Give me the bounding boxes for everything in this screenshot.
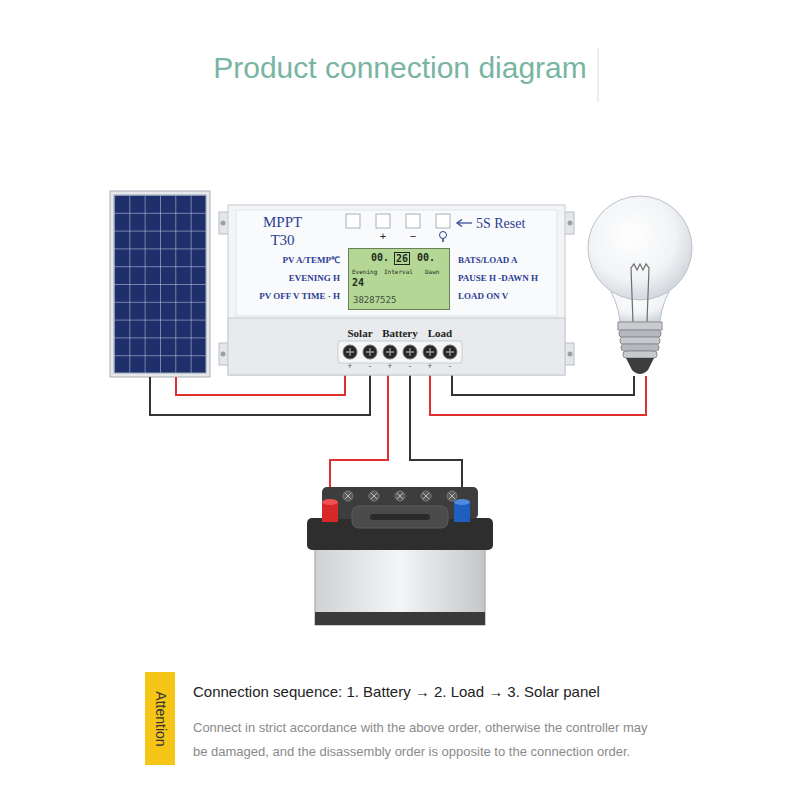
panel-label: LOAD ON V (458, 291, 508, 302)
lcd-reading: 26 (394, 252, 410, 265)
controller-housing (219, 205, 574, 375)
wires (150, 375, 646, 500)
polarity-mark: - (400, 361, 420, 372)
charge-controller: MPPT T30 5S Reset PV A/TEMP℃ EVENING H PV OF… (228, 205, 565, 375)
lcd-counter: 38287525 (353, 295, 396, 306)
button-mark: + (373, 230, 393, 243)
terminal-label: Solar (335, 327, 385, 340)
polarity-mark: + (340, 361, 360, 372)
polarity-mark: - (360, 361, 380, 372)
terminal-label: Battery (375, 327, 425, 340)
lcd-caption: Dawn (425, 268, 439, 275)
lcd-screen: 00. 26 00. Evening Interval Dawn 24 38287525 (348, 248, 450, 310)
divider (598, 48, 599, 102)
button-mark: − (403, 230, 423, 243)
panel-label: PV A/TEMP℃ (234, 255, 340, 266)
panel-label: PV OFF V TIME · H (234, 291, 340, 302)
panel-label: EVENING H (234, 273, 340, 284)
lcd-caption: Evening (352, 268, 377, 275)
panel-label: BATS/LOAD A (458, 255, 518, 266)
lcd-reading: 24 (352, 277, 364, 289)
connection-sequence: Connection sequence: 1. Battery → 2. Loa… (193, 683, 600, 701)
attention-label: Attention (152, 691, 169, 746)
terminal-label: Load (415, 327, 465, 340)
polarity-mark: + (380, 361, 400, 372)
solar-panel (110, 191, 210, 377)
model-name: MPPT T30 (263, 213, 302, 249)
polarity-mark: + (420, 361, 440, 372)
diagram-title: Product connection diagram (0, 50, 800, 86)
attention-tab: Attention (145, 672, 175, 765)
lcd-caption: Interval (384, 268, 413, 275)
lcd-reading: 00. (417, 252, 435, 264)
lcd-reading: 00. (371, 252, 389, 264)
polarity-mark: - (440, 361, 460, 372)
button-hint: 5S Reset (476, 215, 525, 232)
attention-note: Connect in strict accordance with the ab… (193, 716, 663, 764)
battery (307, 487, 493, 625)
light-bulb (588, 196, 692, 374)
panel-label: PAUSE H -DAWN H (458, 273, 538, 284)
